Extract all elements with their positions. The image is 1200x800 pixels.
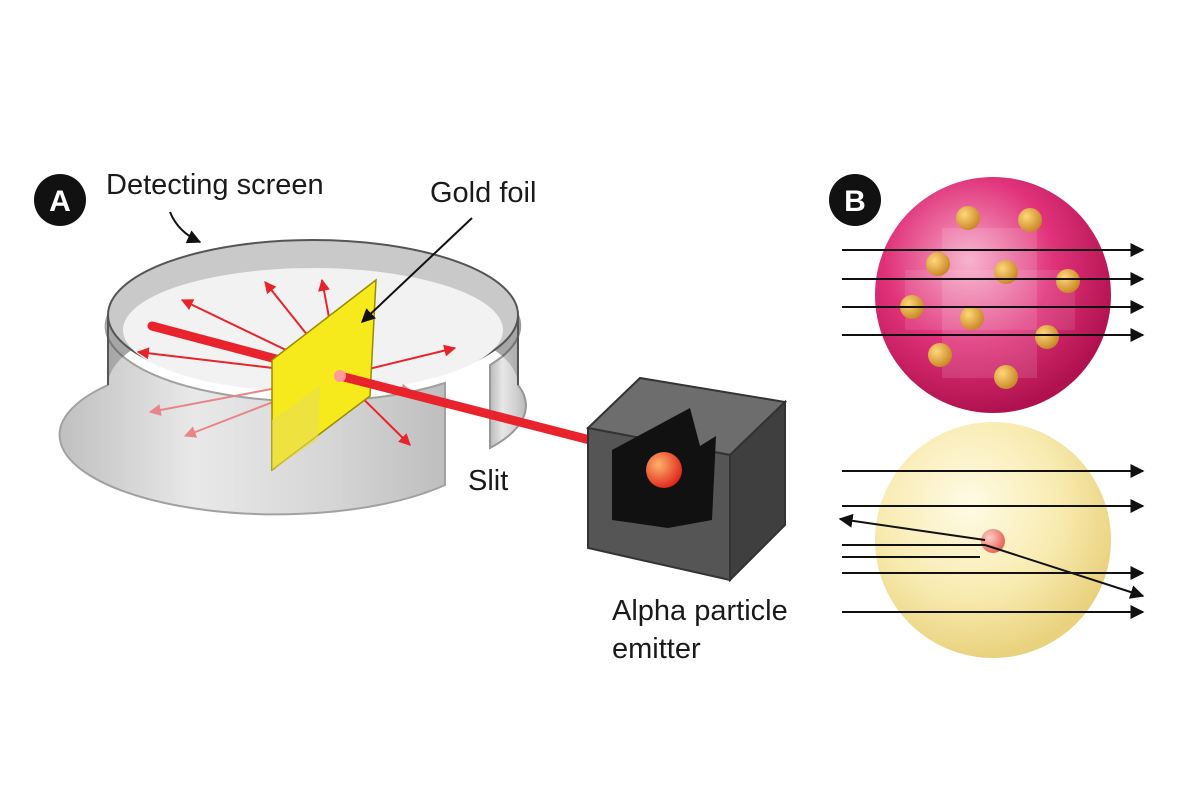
- panel-a: A: [34, 169, 788, 665]
- panel-b: B: [829, 174, 1145, 658]
- plum-pudding-atom: [875, 177, 1111, 413]
- label-emitter-line1: Alpha particle: [612, 595, 788, 627]
- label-slit: Slit: [468, 465, 508, 497]
- electrons: [900, 206, 1080, 389]
- gold-foil-pointer: [360, 217, 473, 323]
- radioactive-source: [646, 452, 682, 488]
- impact-point: [334, 370, 346, 382]
- nucleus: [981, 529, 1005, 553]
- badge-a-text: A: [49, 185, 71, 218]
- nuclear-atom: [875, 422, 1111, 658]
- badge-b-text: B: [844, 185, 866, 218]
- nuclear-paths: [838, 464, 1145, 619]
- label-gold-foil: Gold foil: [430, 177, 536, 209]
- detecting-screen-pointer: [169, 211, 202, 244]
- badge-b: B: [829, 174, 881, 226]
- badge-a: A: [34, 174, 86, 226]
- alpha-emitter: [585, 376, 788, 583]
- gold-foil: [271, 278, 377, 472]
- alpha-beam: [335, 371, 595, 445]
- plum-pudding-paths: [842, 243, 1145, 342]
- label-emitter-line2: emitter: [612, 633, 701, 665]
- label-detecting-screen: Detecting screen: [106, 169, 324, 201]
